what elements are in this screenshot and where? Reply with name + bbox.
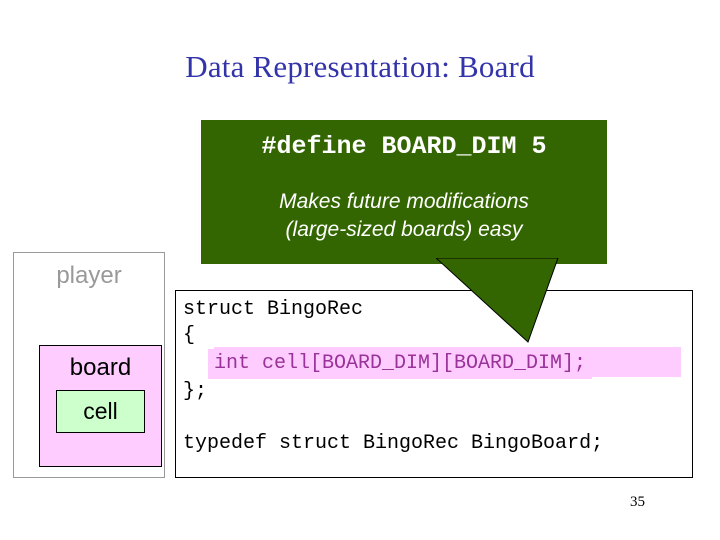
player-struct-box: player board cell (13, 252, 165, 478)
code-line-cell-member: int cell[BOARD_DIM][BOARD_DIM]; (208, 349, 593, 379)
player-label: player (56, 262, 122, 289)
page-number: 35 (630, 494, 645, 510)
code-listing-box: struct BingoRec { int cell[BOARD_DIM][BO… (175, 290, 693, 478)
callout-bubble: #define BOARD_DIM 5 Makes future modific… (201, 120, 607, 264)
callout-note-line-1: Makes future modifications (279, 190, 529, 213)
callout-note-text: Makes future modifications (large-sized … (201, 188, 607, 244)
callout-note-line-2: (large-sized boards) easy (285, 218, 523, 241)
cell-array-box: cell (56, 390, 145, 433)
board-struct-box: board cell (39, 345, 162, 467)
page-title: Data Representation: Board (185, 49, 535, 84)
code-line-close-brace: }; (183, 380, 208, 403)
code-line-typedef: typedef struct BingoRec BingoBoard; (183, 432, 604, 455)
code-line-open-brace: { (183, 324, 196, 347)
cell-label: cell (83, 398, 118, 424)
callout-define-text: #define BOARD_DIM 5 (261, 132, 547, 161)
code-line-struct-decl: struct BingoRec (183, 298, 364, 321)
callout-tail-icon (436, 258, 559, 343)
board-label: board (69, 354, 132, 381)
